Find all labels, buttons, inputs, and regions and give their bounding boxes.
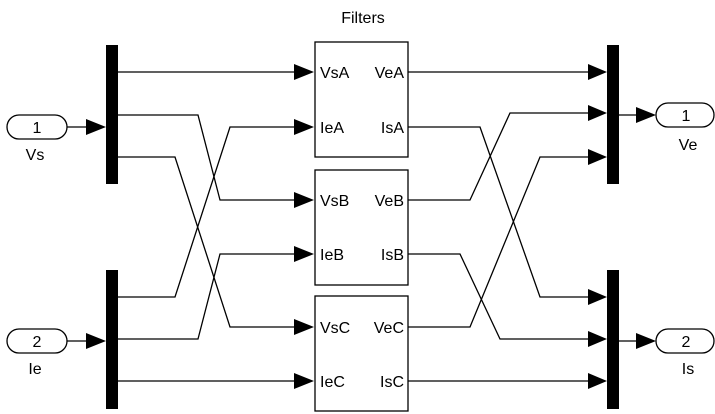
- port-label-isb: IsB: [381, 247, 404, 264]
- arrow-vsc: [294, 319, 314, 335]
- arrow-iec: [294, 373, 314, 389]
- mux-ve[interactable]: [607, 45, 619, 184]
- arrow-mux-ve-1: [588, 64, 607, 80]
- port-label-vsc: VsC: [320, 320, 350, 337]
- arrow-mux-is-2: [588, 331, 607, 347]
- wire-ie-a: [118, 126, 296, 298]
- wire-vec: [408, 156, 590, 328]
- port-label-ieb: IeB: [320, 247, 344, 264]
- demux-vs[interactable]: [106, 45, 118, 184]
- arrow-vsb: [294, 192, 314, 208]
- outport-ve-label: Ve: [679, 137, 698, 154]
- port-label-vsa: VsA: [320, 65, 350, 82]
- arrow-iea: [294, 119, 314, 135]
- outport-is-shape[interactable]: [655, 328, 715, 354]
- outport-is-label: Is: [682, 361, 694, 378]
- wire-isb: [408, 253, 590, 340]
- arrow-outport-ve: [636, 107, 656, 123]
- filter-block-b-box[interactable]: [314, 169, 409, 286]
- wire-ie-b: [118, 253, 296, 340]
- outport-is-number: 2: [682, 334, 691, 351]
- arrow-vs-demux: [86, 119, 106, 135]
- arrow-mux-ve-3: [588, 149, 607, 165]
- diagram-title: Filters: [341, 10, 385, 27]
- arrow-ieb: [294, 246, 314, 262]
- mux-is[interactable]: [607, 270, 619, 409]
- port-label-isa: IsA: [381, 120, 404, 137]
- inport-ie-number: 2: [33, 334, 42, 351]
- inport-ie-label: Ie: [28, 361, 41, 378]
- outport-ve-shape[interactable]: [655, 102, 715, 128]
- port-label-isc: IsC: [380, 374, 404, 391]
- wire-isa: [408, 126, 590, 298]
- filter-block-c[interactable]: VsC IeC VeC IsC: [314, 295, 409, 412]
- arrow-vsa: [294, 64, 314, 80]
- filter-block-a-box[interactable]: [314, 41, 409, 158]
- wire-vs-c: [118, 156, 296, 328]
- arrow-ie-demux: [86, 333, 106, 349]
- filter-block-b[interactable]: VsB IeB VeB IsB: [314, 169, 409, 286]
- demux-ie[interactable]: [106, 270, 118, 409]
- arrow-mux-is-3: [588, 373, 607, 389]
- arrow-mux-ve-2: [588, 105, 607, 121]
- inport-vs-label: Vs: [26, 147, 45, 164]
- port-label-veb: VeB: [375, 193, 404, 210]
- outport-ve-number: 1: [682, 108, 691, 125]
- port-label-vsb: VsB: [320, 193, 349, 210]
- outport-ve[interactable]: 1 Ve: [655, 102, 715, 154]
- inport-vs-number: 1: [33, 120, 42, 137]
- port-label-vea: VeA: [375, 65, 405, 82]
- port-label-iea: IeA: [320, 120, 344, 137]
- inport-ie[interactable]: 2 Ie: [6, 328, 68, 378]
- port-label-iec: IeC: [320, 374, 345, 391]
- port-label-vec: VeC: [374, 320, 404, 337]
- filter-block-c-box[interactable]: [314, 295, 409, 412]
- arrow-outport-is: [636, 333, 656, 349]
- inport-vs[interactable]: 1 Vs: [6, 114, 68, 164]
- filter-block-a[interactable]: VsA IeA VeA IsA: [314, 41, 409, 158]
- outport-is[interactable]: 2 Is: [655, 328, 715, 378]
- arrow-mux-is-1: [588, 289, 607, 305]
- wire-vs-b: [118, 114, 296, 201]
